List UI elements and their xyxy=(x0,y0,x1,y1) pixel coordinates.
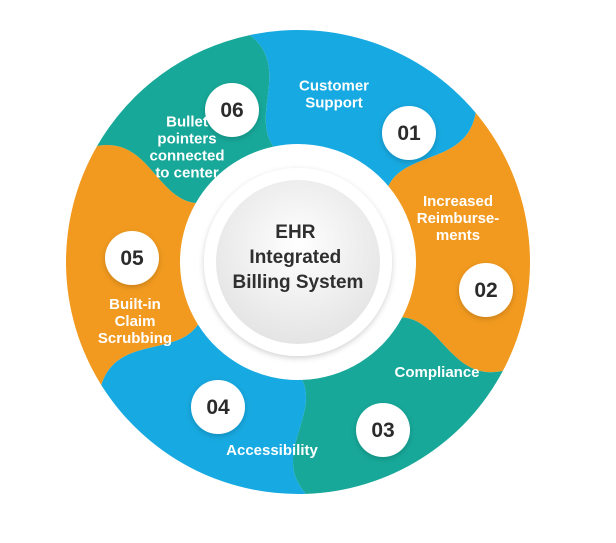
number-badge-04: 04 xyxy=(191,380,245,434)
segment-label-03: Compliance xyxy=(394,364,479,381)
segment-label-line: Scrubbing xyxy=(98,330,172,347)
number-circle xyxy=(205,83,259,137)
segment-label-line: Built-in xyxy=(109,296,161,313)
segment-label-line: ments xyxy=(436,227,480,244)
number-text: 02 xyxy=(474,279,497,302)
number-badge-05: 05 xyxy=(105,231,159,285)
segment-label-line: Accessibility xyxy=(226,442,318,459)
segment-03 xyxy=(292,317,503,494)
number-circle xyxy=(459,263,513,317)
center-title-line-2: Integrated xyxy=(249,247,341,268)
center-title: EHR Integrated Billing System xyxy=(233,222,364,293)
number-text: 05 xyxy=(120,247,144,270)
number-circle xyxy=(382,106,436,160)
number-circle xyxy=(105,231,159,285)
segment-label-line: Customer xyxy=(299,78,369,95)
segment-label-line: Support xyxy=(305,95,363,112)
number-badge-02: 02 xyxy=(459,263,513,317)
segment-label-line: to center xyxy=(155,165,219,182)
number-badge-06: 06 xyxy=(205,83,259,137)
segment-label-line: Reimburse- xyxy=(417,210,500,227)
center-hub-inner xyxy=(216,180,380,344)
center-title-line-1: EHR xyxy=(275,222,315,243)
number-circle xyxy=(191,380,245,434)
number-circle xyxy=(356,403,410,457)
segment-label-line: Compliance xyxy=(394,364,479,381)
segment-label-line: connected xyxy=(149,148,224,165)
number-text: 03 xyxy=(371,419,394,442)
segment-06 xyxy=(97,35,274,203)
number-badge-01: 01 xyxy=(382,106,436,160)
segment-label-04: Accessibility xyxy=(226,442,318,459)
number-badge-03: 03 xyxy=(356,403,410,457)
number-circles: 01 02 03 04 05 06 xyxy=(105,83,513,457)
center-title-line-3: Billing System xyxy=(233,272,364,293)
segment-label-line: Claim xyxy=(115,313,156,330)
segment-label-line: Bullet xyxy=(166,114,208,131)
number-text: 01 xyxy=(397,122,421,145)
segment-label-line: pointers xyxy=(157,131,216,148)
segment-label-line: Increased xyxy=(423,193,493,210)
number-text: 04 xyxy=(206,396,230,419)
number-text: 06 xyxy=(220,99,243,122)
